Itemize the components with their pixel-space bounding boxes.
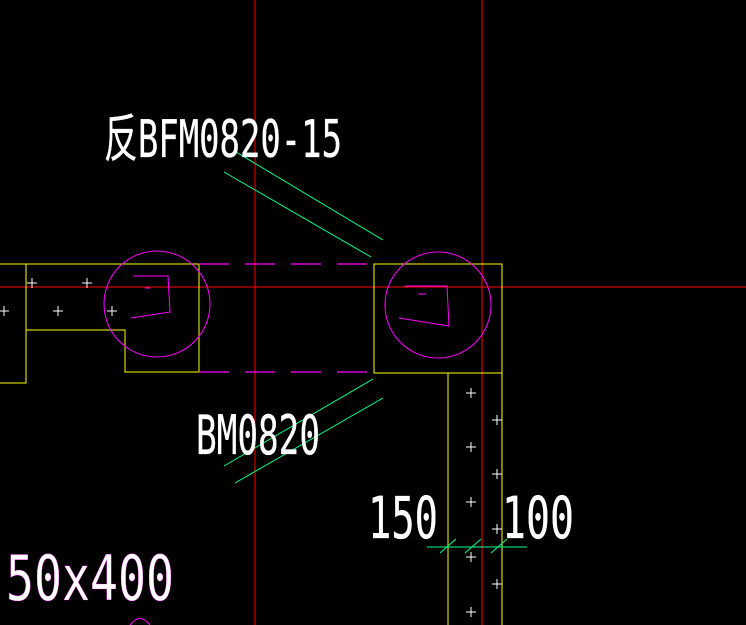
leader-top-1	[235, 151, 384, 241]
cross-mark	[466, 552, 476, 562]
column-symbols	[103, 250, 492, 359]
dimension-tick-1	[439, 538, 457, 554]
door-label-bottom: BM0820	[196, 404, 320, 467]
leader-bottom-1	[223, 378, 374, 467]
cross-mark	[466, 388, 476, 398]
dimension-label-150: 150	[368, 484, 438, 552]
dimension-tick-3	[490, 538, 508, 554]
right-column-box	[373, 263, 503, 374]
cross-mark	[492, 524, 502, 534]
left-wall-outline	[0, 263, 200, 384]
door-label-top: 反BFM0820-15	[104, 110, 342, 170]
door-dashed-lines	[199, 263, 374, 373]
column-circle-right	[384, 251, 492, 359]
leader-top-2	[223, 171, 372, 258]
cross-mark	[0, 306, 9, 316]
column-circle-left	[103, 250, 211, 358]
cross-mark	[492, 469, 502, 479]
dimension-tick-2	[464, 538, 482, 554]
leader-bottom-2	[234, 397, 384, 484]
cross-mark	[466, 442, 476, 452]
section-text-fragment	[129, 618, 151, 625]
column-symbol-left	[130, 275, 171, 319]
dimension-label-100: 100	[502, 484, 574, 552]
cross-mark	[53, 306, 63, 316]
cross-mark	[466, 497, 476, 507]
hatch-crosses	[0, 278, 502, 617]
cross-mark	[492, 579, 502, 589]
cross-mark	[82, 278, 92, 288]
cross-mark	[27, 278, 37, 288]
cross-mark	[107, 306, 117, 316]
cross-mark	[492, 415, 502, 425]
column-symbol-right	[398, 285, 450, 327]
leader-lines	[223, 151, 527, 554]
cross-mark	[466, 607, 476, 617]
section-size-label: 50x400	[6, 542, 174, 615]
wall-outlines	[0, 263, 503, 625]
